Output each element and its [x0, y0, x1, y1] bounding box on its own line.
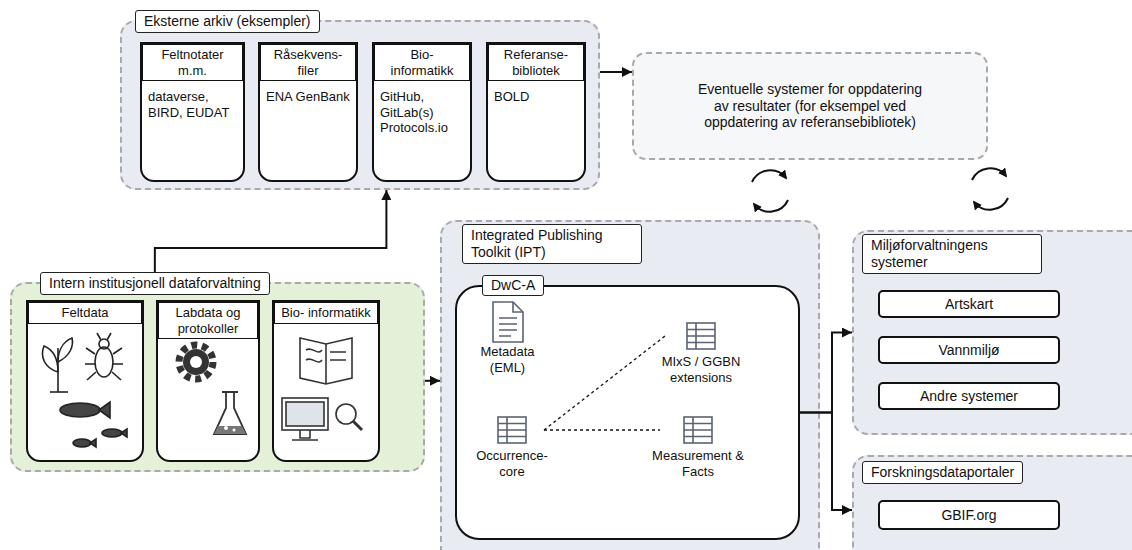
- box-header: Bio- informatikk: [374, 44, 470, 81]
- node-label: Occurrence- core: [472, 448, 552, 479]
- archive-package: DwC-AMetadata (EML)MIxS / GGBN extension…: [455, 285, 800, 540]
- box-header: Bio- informatikk: [274, 302, 378, 324]
- portal-box: GBIF.org: [878, 500, 1060, 530]
- ipt-group: Integrated Publishing Toolkit (IPT) DwC-A…: [440, 220, 820, 550]
- box-header: Råsekvens- filer: [260, 44, 356, 81]
- agency-group: Miljøforvaltningens systemerArtskartVann…: [852, 230, 1132, 435]
- group-title: Eksterne arkiv (eksempler): [135, 10, 320, 33]
- archive-box: Bio- informatikkGitHub, GitLab(s) Protoc…: [372, 42, 472, 182]
- box-header: Feltdata: [28, 302, 142, 324]
- internal-group: Intern institusjonell dataforvaltningFel…: [10, 282, 425, 472]
- group-title: Integrated Publishing Toolkit (IPT): [462, 224, 642, 264]
- node-label: MIxS / GGBN extensions: [655, 354, 747, 385]
- cycle-arrow: [752, 170, 788, 211]
- cycle-arrow: [972, 168, 1008, 209]
- archive-box: Referanse- bibliotekBOLD: [486, 42, 586, 182]
- file-item: Metadata (EML): [470, 298, 545, 378]
- system-box: Andre systemer: [878, 382, 1060, 410]
- data-box: Labdata og protokoller: [156, 300, 260, 462]
- box-body: ENA GenBank: [260, 81, 356, 113]
- data-box: Feltdata: [26, 300, 144, 462]
- group-title: Intern institusjonell dataforvaltning: [40, 272, 270, 295]
- update-system-box: Eventuelle systemer for oppdatering av r…: [632, 52, 988, 160]
- group-title: Forskningsdataportaler: [862, 461, 1023, 484]
- flow-arrow: [155, 190, 387, 272]
- flow-arrow: [600, 71, 632, 73]
- node-label: Measurement & Facts: [648, 448, 748, 479]
- node-label: Andre systemer: [920, 388, 1018, 405]
- box-header: Feltnotater m.m.: [142, 44, 243, 81]
- box-body: GitHub, GitLab(s) Protocols.io: [374, 81, 470, 144]
- box-header: Referanse- bibliotek: [488, 44, 584, 81]
- file-item: Measurement & Facts: [648, 412, 748, 492]
- node-label: Artskart: [945, 296, 993, 313]
- archive-group: Eksterne arkiv (eksempler)Feltnotater m.…: [120, 20, 600, 190]
- node-label: GBIF.org: [941, 507, 996, 524]
- group-title: DwC-A: [482, 275, 544, 296]
- data-box: Bio- informatikk: [272, 300, 380, 462]
- file-item: MIxS / GGBN extensions: [655, 318, 747, 398]
- node-label: Eventuelle systemer for oppdatering av r…: [696, 81, 924, 131]
- flow-arrow: [425, 380, 440, 382]
- archive-box: Råsekvens- filerENA GenBank: [258, 42, 358, 182]
- system-box: Artskart: [878, 290, 1060, 318]
- box-header: Labdata og protokoller: [158, 302, 258, 339]
- archive-box: Feltnotater m.m.dataverse, BIRD, EUDAT: [140, 42, 245, 182]
- node-label: Vannmiljø: [938, 342, 999, 359]
- box-body: dataverse, BIRD, EUDAT: [142, 81, 243, 128]
- node-label: Metadata (EML): [470, 344, 545, 375]
- box-body: BOLD: [488, 81, 584, 113]
- system-box: Vannmiljø: [878, 336, 1060, 364]
- file-item: Occurrence- core: [472, 412, 552, 492]
- group-title: Miljøforvaltningens systemer: [862, 234, 1042, 274]
- portal-group: ForskningsdataportalerGBIF.org: [852, 455, 1132, 550]
